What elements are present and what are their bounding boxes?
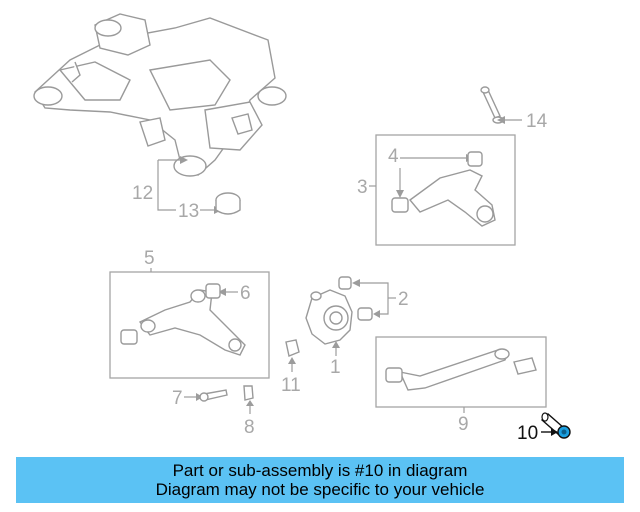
callout-10: 10: [517, 423, 538, 444]
banner-line-1: Part or sub-assembly is #10 in diagram: [172, 461, 468, 480]
bolt-7[interactable]: [199, 389, 228, 402]
nut-8[interactable]: [243, 385, 254, 401]
callout-9: 9: [458, 414, 469, 435]
callout-13: 13: [178, 201, 199, 222]
callout-14: 14: [526, 111, 548, 132]
bushing-4a[interactable]: [467, 151, 483, 167]
callout-7: 7: [172, 388, 183, 409]
info-banner: Part or sub-assembly is #10 in diagram D…: [16, 457, 624, 503]
callout-8: 8: [244, 417, 255, 438]
callout-12: 12: [132, 183, 153, 204]
lower-arm[interactable]: [138, 289, 246, 356]
callout-2: 2: [398, 289, 409, 310]
group-box-3: [375, 134, 516, 246]
bushing-link-right[interactable]: [513, 357, 537, 375]
bushing-11[interactable]: [285, 339, 300, 357]
bolt-10-highlighted[interactable]: [540, 412, 571, 439]
callout-5: 5: [144, 248, 155, 269]
lateral-link[interactable]: [398, 348, 510, 391]
bushing-6[interactable]: [205, 283, 221, 299]
callout-1: 1: [330, 357, 341, 378]
banner-line-2: Diagram may not be specific to your vehi…: [155, 480, 485, 499]
bushing-link-left[interactable]: [385, 367, 403, 383]
bolt-14[interactable]: [480, 86, 504, 124]
callout-11: 11: [281, 375, 301, 396]
bushing-2b[interactable]: [357, 307, 373, 321]
bushing-lower-arm[interactable]: [120, 329, 138, 345]
bushing-4b[interactable]: [391, 197, 409, 213]
callout-4: 4: [388, 146, 399, 167]
callout-3: 3: [357, 177, 368, 198]
group-box-9: [375, 336, 547, 408]
bushing-2a[interactable]: [338, 276, 352, 290]
callout-6: 6: [240, 283, 251, 304]
upper-arm[interactable]: [408, 169, 496, 227]
bushing-13[interactable]: [215, 192, 241, 215]
parts-diagram: 12 13 14 3 4 5 6: [33, 13, 571, 444]
group-box-5: [109, 271, 270, 379]
knuckle-1[interactable]: [305, 289, 353, 345]
subframe-crossmember[interactable]: [33, 13, 287, 177]
